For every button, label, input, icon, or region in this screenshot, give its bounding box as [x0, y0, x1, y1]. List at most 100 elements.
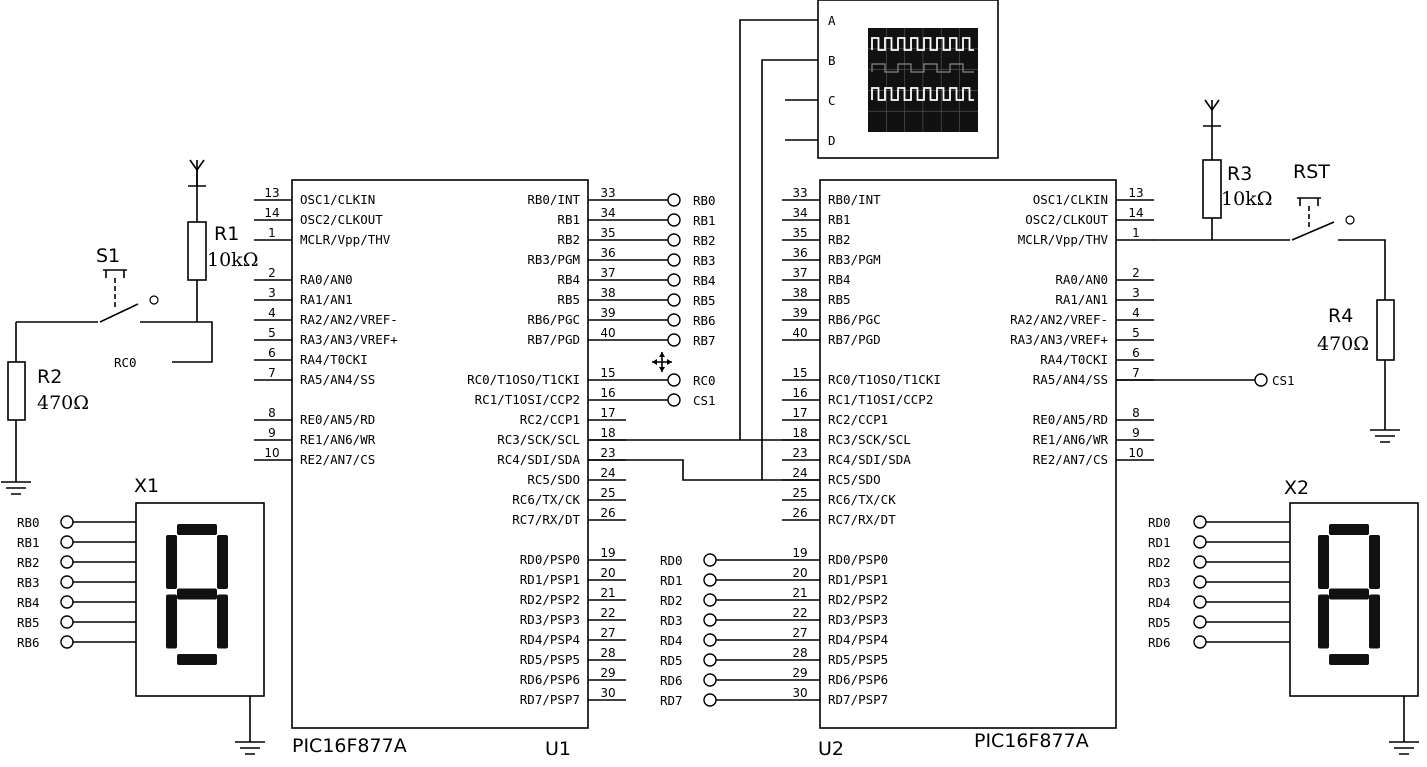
- net-label: RC0: [693, 373, 716, 388]
- net-label: RD7: [660, 693, 683, 708]
- u2-pin-number: 18: [792, 426, 807, 440]
- u1-net-rb5: RB5: [626, 293, 716, 308]
- u1-pin-name: RB5: [557, 292, 580, 307]
- u1-pin-number: 1: [268, 226, 276, 240]
- net-terminal: [667, 333, 681, 347]
- net-terminal: [667, 253, 681, 267]
- u1-ref-label: U1: [545, 738, 571, 760]
- u2-pin-name: RA5/AN4/SS: [1033, 372, 1108, 387]
- rst-switch: [1297, 197, 1355, 230]
- u2-pin-number: 1: [1132, 226, 1140, 240]
- input-terminal: [1193, 575, 1207, 589]
- net-label: RB5: [693, 293, 716, 308]
- net-label: RD5: [660, 653, 683, 668]
- net-terminal: [703, 673, 717, 687]
- u1-net-rc0: RC0: [626, 373, 716, 388]
- u2-net-rd5: RD5: [660, 653, 782, 668]
- u2-pin-number: 30: [792, 686, 807, 700]
- u1-pin-name: RC5/SDO: [527, 472, 580, 487]
- u2-pin-name: RC0/T1OSO/T1CKI: [828, 372, 941, 387]
- u2-pin-number: 16: [792, 386, 807, 400]
- r3-resistor: [1202, 99, 1222, 240]
- u2-pin-name: RA0/AN0: [1055, 272, 1108, 287]
- u1-net-rb2: RB2: [626, 233, 716, 248]
- input-label: RD3: [1148, 575, 1171, 590]
- net-terminal: [667, 313, 681, 327]
- u2-pin-name: RC2/CCP1: [828, 412, 888, 427]
- u2-pin-15: 15 RC0/T1OSO/T1CKI: [782, 366, 941, 387]
- u2-pin-name: RB3/PGM: [828, 252, 881, 267]
- u1-pin-name: RA4/T0CKI: [300, 352, 368, 367]
- u2-pin-name: RC1/T1OSI/CCP2: [828, 392, 933, 407]
- u2-chip-body: [819, 179, 1117, 729]
- u1-pin-name: RD1/PSP1: [520, 572, 580, 587]
- u2-pin-number: 20: [792, 566, 807, 580]
- input-terminal: [1193, 615, 1207, 629]
- u1-pin-name: RC2/CCP1: [520, 412, 580, 427]
- u2-pin-name: RE0/AN5/RD: [1033, 412, 1108, 427]
- u2-pin-number: 28: [792, 646, 807, 660]
- u2-pin-number: 39: [792, 306, 807, 320]
- input-terminal: [1193, 635, 1207, 649]
- sda-wire: [588, 459, 820, 481]
- net-terminal: [667, 393, 681, 407]
- u2-net-rd1: RD1: [660, 573, 782, 588]
- x2-digit-8: [1318, 524, 1380, 665]
- u2-pin-number: 25: [792, 486, 807, 500]
- input-label: RB2: [17, 555, 40, 570]
- r4-value-label: 470Ω: [1317, 333, 1369, 355]
- u1-pin-name: RC3/SCK/SCL: [497, 432, 580, 447]
- u1-pin-number: 13: [264, 186, 279, 200]
- u1-pin-name: RA2/AN2/VREF-: [300, 312, 398, 327]
- u1-pin-name: RA0/AN0: [300, 272, 353, 287]
- u1-pin-number: 40: [600, 326, 615, 340]
- u2-pin-number: 6: [1132, 346, 1140, 360]
- u1-pin-name: RA1/AN1: [300, 292, 353, 307]
- u2-part-label: PIC16F877A: [974, 730, 1089, 752]
- u2-pin-name: OSC2/CLKOUT: [1025, 212, 1108, 227]
- net-label: CS1: [693, 393, 716, 408]
- u1-pin-number: 37: [600, 266, 615, 280]
- u2-pin-name: RA1/AN1: [1055, 292, 1108, 307]
- u1-pin-number: 10: [264, 446, 279, 460]
- u1-part-label: PIC16F877A: [292, 735, 407, 757]
- u2-pin-number: 40: [792, 326, 807, 340]
- input-label: RD5: [1148, 615, 1171, 630]
- u2-net-rd2: RD2: [660, 593, 782, 608]
- input-terminal: [60, 635, 74, 649]
- net-label: RD1: [660, 573, 683, 588]
- u2-pin-name: RC5/SDO: [828, 472, 881, 487]
- u1-pin-name: OSC2/CLKOUT: [300, 212, 383, 227]
- x2-input-rd0: RD0: [1148, 515, 1290, 530]
- scope-channel-c: C: [828, 93, 836, 108]
- u2-pin-name: RD7/PSP7: [828, 692, 888, 707]
- u2-pin-number: 15: [792, 366, 807, 380]
- u1-pin-name: RC7/RX/DT: [512, 512, 580, 527]
- u2-cs1-terminal: [1254, 373, 1268, 387]
